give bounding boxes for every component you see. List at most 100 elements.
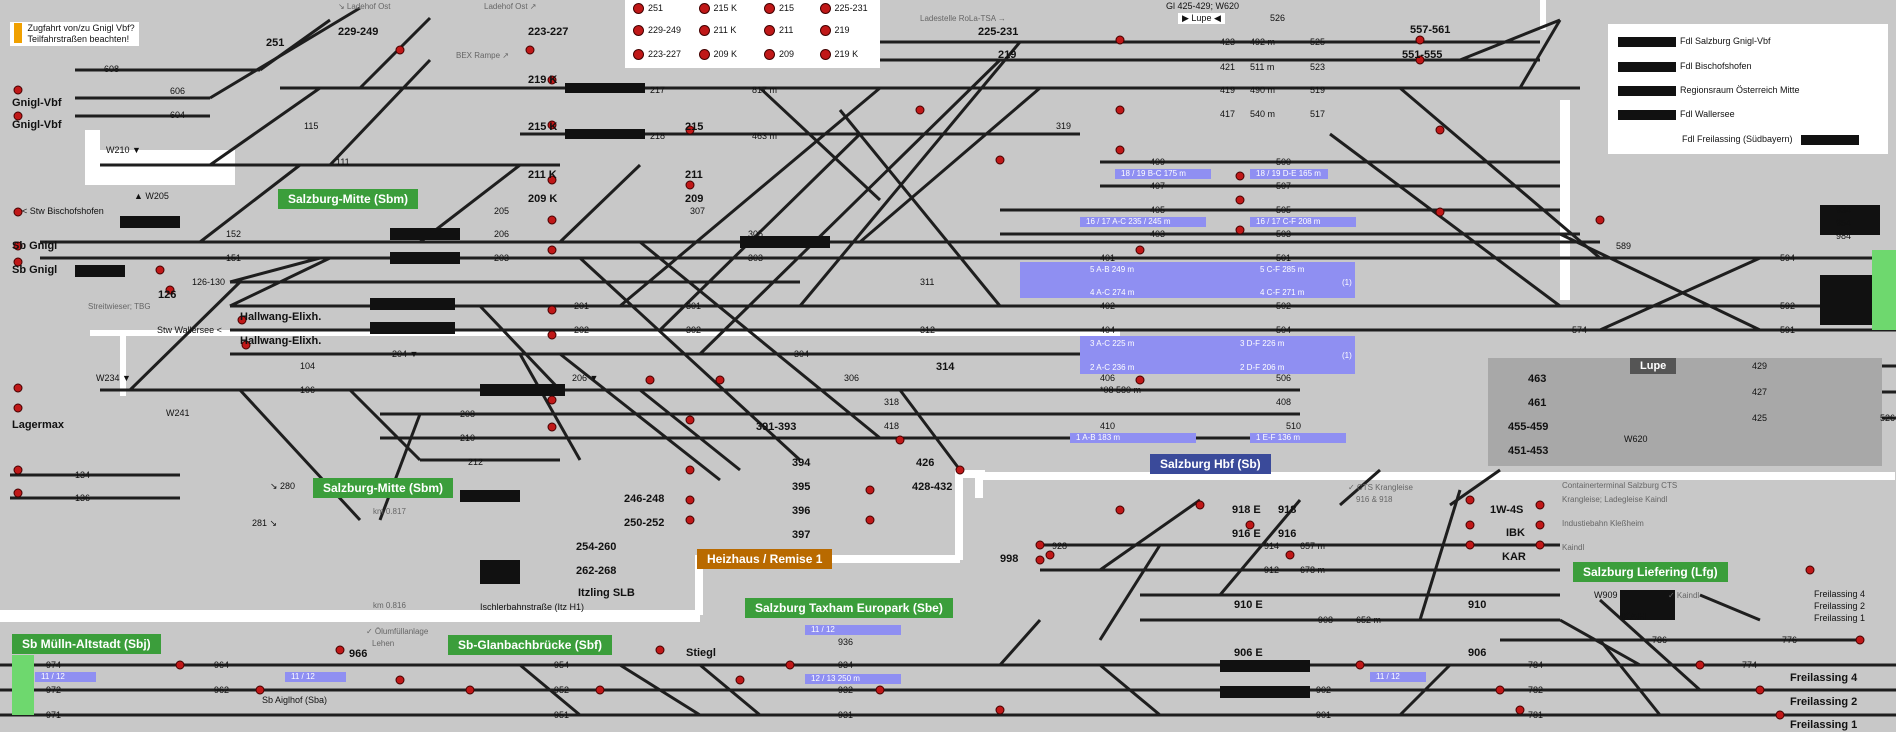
route-984[interactable]: 984 xyxy=(1836,231,1852,241)
route-966[interactable]: 966 xyxy=(349,648,368,660)
route-211[interactable]: 211 xyxy=(685,169,703,181)
track-912: 912 xyxy=(1264,565,1280,575)
platform-1-ef: 1 E-F 136 m xyxy=(1250,433,1346,443)
platform-16-17-cf: 16 / 17 C-F 208 m xyxy=(1250,217,1356,227)
route-394[interactable]: 394 xyxy=(792,457,811,469)
route-934[interactable]: 934 xyxy=(1836,205,1852,215)
station-liefering[interactable]: Salzburg Liefering (Lfg) xyxy=(1573,562,1728,582)
track-312: 312 xyxy=(920,325,936,335)
route-314[interactable]: 314 xyxy=(936,361,955,373)
switch-280[interactable]: ↘ 280 xyxy=(270,481,296,491)
track-901: 901 xyxy=(1316,710,1332,720)
route-557[interactable]: 557-561 xyxy=(1410,24,1451,36)
track-115: 115 xyxy=(304,121,319,131)
track-501: 501 xyxy=(1276,253,1292,263)
track-303: 303 xyxy=(748,253,764,263)
route-251[interactable]: 251 xyxy=(266,37,285,49)
label-aiglhof: Sb Aiglhof (Sba) xyxy=(262,695,328,705)
route-954[interactable]: 954 xyxy=(1836,218,1852,228)
dispatcher-legend-5: Fdl Freilassing (Südbayern) xyxy=(1682,133,1863,145)
route-906e[interactable]: 906 E xyxy=(1234,647,1263,659)
station-heizhaus[interactable]: Heizhaus / Remise 1 xyxy=(697,549,833,569)
route-551[interactable]: 551-555 xyxy=(1402,49,1443,61)
station-glanbach[interactable]: Sb-Glanbachbrücke (Sbf) xyxy=(448,635,613,655)
route-998[interactable]: 998 xyxy=(1000,553,1019,565)
route-463[interactable]: 463 xyxy=(1528,373,1547,385)
track-934: 934 xyxy=(838,660,854,670)
lupe-button[interactable]: Lupe xyxy=(1630,358,1677,374)
switch-w620[interactable]: W620 xyxy=(1624,434,1648,444)
route-395[interactable]: 395 xyxy=(792,481,811,493)
label-1w4s: 1W-4S xyxy=(1490,504,1524,516)
route-906[interactable]: 906 xyxy=(1468,647,1487,659)
switch-204[interactable]: 204 ▼ xyxy=(392,349,419,359)
route-461[interactable]: 461 xyxy=(1528,397,1547,409)
route-426[interactable]: 426 xyxy=(916,457,935,469)
track-592: 592 xyxy=(1780,301,1796,311)
route-126[interactable]: 126 xyxy=(158,289,177,301)
route-219[interactable]: 219 xyxy=(998,49,1017,61)
route-215[interactable]: 215 xyxy=(685,121,704,133)
switch-w241[interactable]: W241 xyxy=(166,408,190,418)
route-225[interactable]: 225-231 xyxy=(978,26,1019,38)
platform-12-13: 12 / 13 250 m xyxy=(805,674,901,684)
route-916[interactable]: 916 xyxy=(1278,528,1297,540)
track-591: 591 xyxy=(1780,325,1796,335)
route-254[interactable]: 254-260 xyxy=(576,541,617,553)
track-507: 507 xyxy=(1276,181,1292,191)
label-itzling: Itzling SLB xyxy=(578,587,635,599)
route-250[interactable]: 250-252 xyxy=(624,517,665,529)
route-918[interactable]: 918 xyxy=(1278,504,1297,516)
track-928: 928 xyxy=(1052,541,1068,551)
switch-w909[interactable]: W909 xyxy=(1594,590,1618,600)
track-774: 774 xyxy=(1742,660,1758,670)
switch-w210[interactable]: W210 ▼ xyxy=(106,145,141,155)
track-126: 126-130 xyxy=(192,277,226,287)
track-423: 423 xyxy=(1220,37,1236,47)
track-952: 952 xyxy=(554,685,570,695)
track-410: 410 xyxy=(1100,421,1116,431)
route-451[interactable]: 451-453 xyxy=(1508,445,1549,457)
track-500: 500 xyxy=(1276,157,1292,167)
route-246[interactable]: 246-248 xyxy=(624,493,665,505)
route-397[interactable]: 397 xyxy=(792,529,811,541)
station-taxham[interactable]: Salzburg Taxham Europark (Sbe) xyxy=(745,598,953,618)
dispatcher-legend-2: Fdl Bischofshofen xyxy=(1618,60,1752,72)
label-lagermax: Lagermax xyxy=(12,419,64,431)
track-418: 418 xyxy=(884,421,900,431)
label-lupe-top[interactable]: ▶ Lupe ◀ xyxy=(1178,13,1225,24)
switch-w234[interactable]: W234 ▼ xyxy=(96,373,131,383)
route-209k[interactable]: 209 K xyxy=(528,193,558,205)
station-salzburg-mitte-2[interactable]: Salzburg-Mitte (Sbm) xyxy=(313,478,453,498)
track-407: 407 xyxy=(1150,181,1166,191)
route-209[interactable]: 209 xyxy=(685,193,704,205)
station-muelln[interactable]: Sb Mülln-Altstadt (Sbj) xyxy=(12,634,161,654)
track-206: 206 xyxy=(494,229,510,239)
route-229[interactable]: 229-249 xyxy=(338,26,379,38)
route-396[interactable]: 396 xyxy=(792,505,811,517)
label-gnigl-vbf-2: Gnigl-Vbf xyxy=(12,119,62,131)
route-910e[interactable]: 910 E xyxy=(1234,599,1263,611)
route-391[interactable]: 391-393 xyxy=(756,421,797,433)
track-781: 781 xyxy=(1528,710,1544,720)
label-stw-bischofshofen: < Stw Bischofshofen xyxy=(22,206,104,216)
station-hbf[interactable]: Salzburg Hbf (Sb) xyxy=(1150,454,1271,474)
route-916e[interactable]: 916 E xyxy=(1232,528,1261,540)
switch-281[interactable]: 281 ↘ xyxy=(252,518,278,528)
track-406: 406 xyxy=(1100,373,1116,383)
route-223[interactable]: 223-227 xyxy=(528,26,569,38)
track-208: 208 xyxy=(460,409,476,419)
switch-w205[interactable]: ▲ W205 xyxy=(134,191,169,201)
route-428[interactable]: 428-432 xyxy=(912,481,953,493)
route-215k[interactable]: 215 K xyxy=(528,121,558,133)
route-219k[interactable]: 219 K xyxy=(528,74,558,86)
route-910[interactable]: 910 xyxy=(1468,599,1487,611)
route-211k[interactable]: 211 K xyxy=(528,169,557,181)
route-262[interactable]: 262-268 xyxy=(576,565,617,577)
label-kaindl-2: ✓ Kaindl xyxy=(1668,591,1700,600)
route-918e[interactable]: 918 E xyxy=(1232,504,1261,516)
route-455[interactable]: 455-459 xyxy=(1508,421,1549,433)
switch-206[interactable]: 206 ▼ xyxy=(572,373,599,383)
station-salzburg-mitte-1[interactable]: Salzburg-Mitte (Sbm) xyxy=(278,189,418,209)
diagonal-tracks xyxy=(128,6,1761,717)
